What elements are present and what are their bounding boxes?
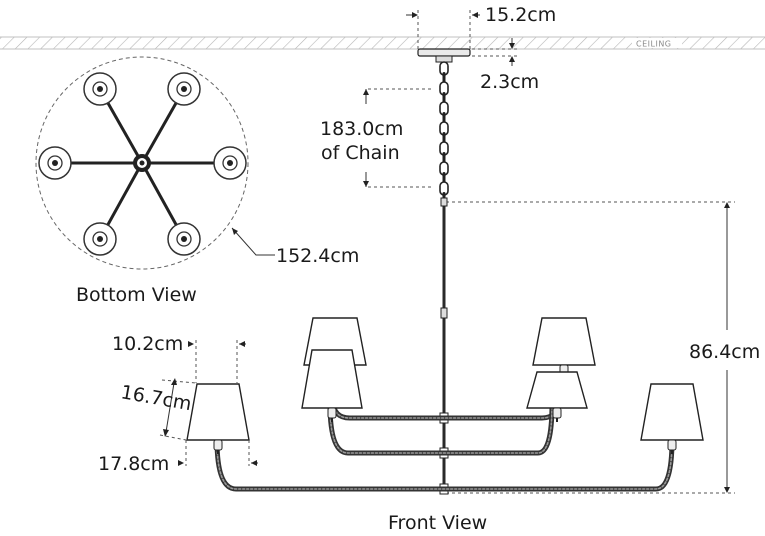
- diameter-dimension: 152.4cm: [231, 227, 359, 267]
- lamp-shade: [526, 371, 588, 409]
- arm-tier-bottom: [214, 437, 675, 492]
- lamp-socket: [327, 407, 337, 419]
- diameter-label: 152.4cm: [276, 245, 359, 267]
- front-view-caption: Front View: [388, 512, 487, 534]
- shade-top-dimension: 10.2cm: [112, 333, 246, 383]
- bottom-view-lights: [38, 72, 247, 256]
- bottom-view-bulb: [97, 236, 103, 242]
- bottom-view-bulb: [181, 236, 187, 242]
- bottom-view-bulb: [97, 86, 103, 92]
- shade-bottom-label: 17.8cm: [98, 453, 169, 475]
- arm-tier-middle: [327, 401, 555, 456]
- shade-bottom-dimension: 17.8cm: [98, 440, 258, 475]
- bottom-view-bulb: [227, 160, 233, 166]
- body-height-dimension: 86.4cm: [446, 201, 760, 494]
- canopy-width-dimension: 15.2cm: [406, 4, 556, 49]
- canopy-height-dimension: 2.3cm: [472, 38, 539, 93]
- chain-length-dimension: 183.0cm of Chain: [320, 88, 434, 188]
- lamp-socket: [213, 439, 223, 451]
- chain-length-label: 183.0cm: [320, 118, 403, 140]
- lamp-shade: [301, 349, 363, 409]
- ceiling: CEILING: [0, 36, 765, 50]
- shade-height-label: 16.7cm: [119, 381, 193, 415]
- front-view: [186, 197, 704, 495]
- lamp-shades: [186, 317, 704, 454]
- bottom-view-bulb: [52, 160, 58, 166]
- body-height-label: 86.4cm: [689, 341, 760, 363]
- canopy-width-label: 15.2cm: [485, 4, 556, 26]
- lamp-socket: [552, 407, 562, 419]
- bottom-view: [35, 56, 249, 270]
- lamp-socket: [667, 439, 677, 451]
- chain: [439, 61, 449, 205]
- lamp-shade: [532, 317, 596, 366]
- bottom-view-bulb: [181, 86, 187, 92]
- lamp-shade: [640, 383, 704, 441]
- bottom-view-caption: Bottom View: [76, 284, 197, 306]
- ceiling-label: CEILING: [636, 40, 672, 49]
- shade-top-label: 10.2cm: [112, 333, 183, 355]
- lamp-shade: [186, 383, 250, 441]
- shade-height-dimension: 16.7cm: [119, 378, 197, 441]
- canopy-height-label: 2.3cm: [480, 71, 539, 93]
- canopy: [417, 48, 471, 63]
- chain-note-label: of Chain: [321, 142, 400, 164]
